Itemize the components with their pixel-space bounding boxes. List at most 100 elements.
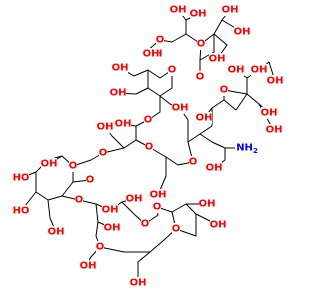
oh-f-4: OH xyxy=(48,226,65,238)
oh-h-3: OH xyxy=(210,219,227,231)
bond-22 xyxy=(148,146,194,166)
svg-text:OH: OH xyxy=(267,76,284,87)
svg-text:O: O xyxy=(189,157,198,168)
molecule-structure-drawing: OHOHOHOHOOOHOHOHOHOOHOHOOHOHOHOHOOHOOHNH… xyxy=(13,4,284,289)
bond-56 xyxy=(157,156,167,196)
bond-38 xyxy=(35,181,74,201)
svg-text:O: O xyxy=(75,195,84,206)
oh-a-1: OH xyxy=(196,112,213,124)
svg-text:OH: OH xyxy=(251,65,268,76)
svg-text:OH: OH xyxy=(97,122,114,133)
oh-c-top-4: OH xyxy=(234,26,251,38)
bond-9 xyxy=(199,33,215,61)
svg-text:OH: OH xyxy=(150,190,167,201)
svg-text:O: O xyxy=(172,224,181,235)
oh-d-4: OH xyxy=(266,124,283,136)
svg-text:O: O xyxy=(196,72,205,83)
oh-g-1: OH xyxy=(102,204,119,216)
svg-text:OH: OH xyxy=(110,88,127,99)
oh-e-2: OH xyxy=(115,118,131,130)
svg-text:O: O xyxy=(96,242,105,253)
oh-b-3: OH xyxy=(110,87,127,99)
bond-52 xyxy=(99,246,151,253)
svg-text:O: O xyxy=(153,202,162,213)
oh-b-2: OH xyxy=(112,62,129,74)
svg-text:OH: OH xyxy=(104,223,121,234)
oh-a-2: OH xyxy=(206,162,223,174)
svg-text:OH: OH xyxy=(143,49,160,60)
svg-text:OH: OH xyxy=(222,5,239,16)
oh-i-1: OH xyxy=(80,260,97,272)
amine-group: NH2 xyxy=(235,142,259,155)
oh-f-3: HO xyxy=(13,205,29,217)
oh-g-2: OH xyxy=(104,222,121,234)
glycosidic-oxygen-a: O xyxy=(189,156,198,168)
svg-text:OH: OH xyxy=(172,103,189,114)
oh-b-5: OH xyxy=(172,102,189,114)
ring-oxygen-e: O xyxy=(145,141,154,153)
oh-d-2: OH xyxy=(267,75,284,87)
svg-text:OH: OH xyxy=(266,125,283,136)
svg-text:OH: OH xyxy=(126,194,143,205)
svg-text:OH: OH xyxy=(196,113,213,124)
bond-55 xyxy=(175,213,197,237)
svg-text:OH: OH xyxy=(261,108,278,119)
ring-oxygen-g: O xyxy=(141,218,149,230)
svg-text:O: O xyxy=(168,65,177,76)
glycosidic-oxygen-d: O xyxy=(220,84,228,96)
svg-text:OH: OH xyxy=(41,159,58,170)
svg-text:OH: OH xyxy=(210,220,227,231)
oh-b-4: OH xyxy=(143,48,160,60)
svg-text:OH: OH xyxy=(209,54,226,65)
ring-oxygen-h: O xyxy=(172,223,181,235)
oh-c-5: OH xyxy=(209,53,226,65)
bond-15 xyxy=(223,93,248,111)
svg-text:OH: OH xyxy=(199,199,216,210)
svg-text:O: O xyxy=(144,115,153,126)
svg-text:NH2: NH2 xyxy=(236,143,258,156)
bond-31 xyxy=(102,139,137,154)
oh-f-1: HO xyxy=(13,172,30,184)
ring-oxygen-d: O xyxy=(196,71,205,83)
oh-c-top-1: OH xyxy=(170,4,187,16)
glycosidic-oxygen-e: O xyxy=(99,147,107,159)
svg-text:OH: OH xyxy=(234,27,251,38)
svg-text:OH: OH xyxy=(170,5,187,16)
svg-text:HO: HO xyxy=(13,173,30,184)
svg-text:O: O xyxy=(145,142,154,153)
oh-c-top-3: OH xyxy=(222,4,239,16)
glycosidic-oxygen-b: O xyxy=(144,114,153,126)
svg-text:OH: OH xyxy=(80,261,97,272)
svg-text:O: O xyxy=(156,35,165,46)
bond-25 xyxy=(147,69,173,97)
oh-d-1: OH xyxy=(251,64,268,76)
oh-f-2: OH xyxy=(41,158,58,170)
bond-23 xyxy=(147,69,173,89)
ring-oxygen-c: O xyxy=(197,38,206,50)
ring-oxygen-i: O xyxy=(96,241,105,253)
oh-c-top-2: OH xyxy=(190,8,207,20)
svg-text:OH: OH xyxy=(228,65,245,76)
svg-text:OH: OH xyxy=(206,163,223,174)
glycosidic-oxygen-h: O xyxy=(153,201,162,213)
svg-text:OH: OH xyxy=(102,205,119,216)
oh-c-6: OH xyxy=(228,64,245,76)
svg-text:O: O xyxy=(197,39,206,50)
oh-i-2: OH xyxy=(130,277,147,289)
svg-text:OH: OH xyxy=(190,9,207,20)
bond-51 xyxy=(137,251,151,284)
svg-text:OH: OH xyxy=(130,278,147,289)
ring-oxygen-b: O xyxy=(156,34,165,46)
oh-h-1: OH xyxy=(150,189,167,201)
ring-oxygen-b2: O xyxy=(168,64,177,76)
svg-text:O: O xyxy=(69,161,78,172)
oh-g-3: OH xyxy=(126,193,143,205)
glycosidic-oxygen-g: O xyxy=(75,194,84,206)
oh-d-3: OH xyxy=(261,107,278,119)
oh-h-2: OH xyxy=(199,198,216,210)
oh-e-1: OH xyxy=(97,121,114,133)
svg-text:OH: OH xyxy=(112,63,129,74)
atom-labels: OHOHOHOHOOOHOHOHOHOOHOHOOHOHOHOHOOHOOHNH… xyxy=(13,4,284,289)
ring-oxygen-f2: O xyxy=(86,174,94,186)
svg-text:OH: OH xyxy=(48,227,65,238)
